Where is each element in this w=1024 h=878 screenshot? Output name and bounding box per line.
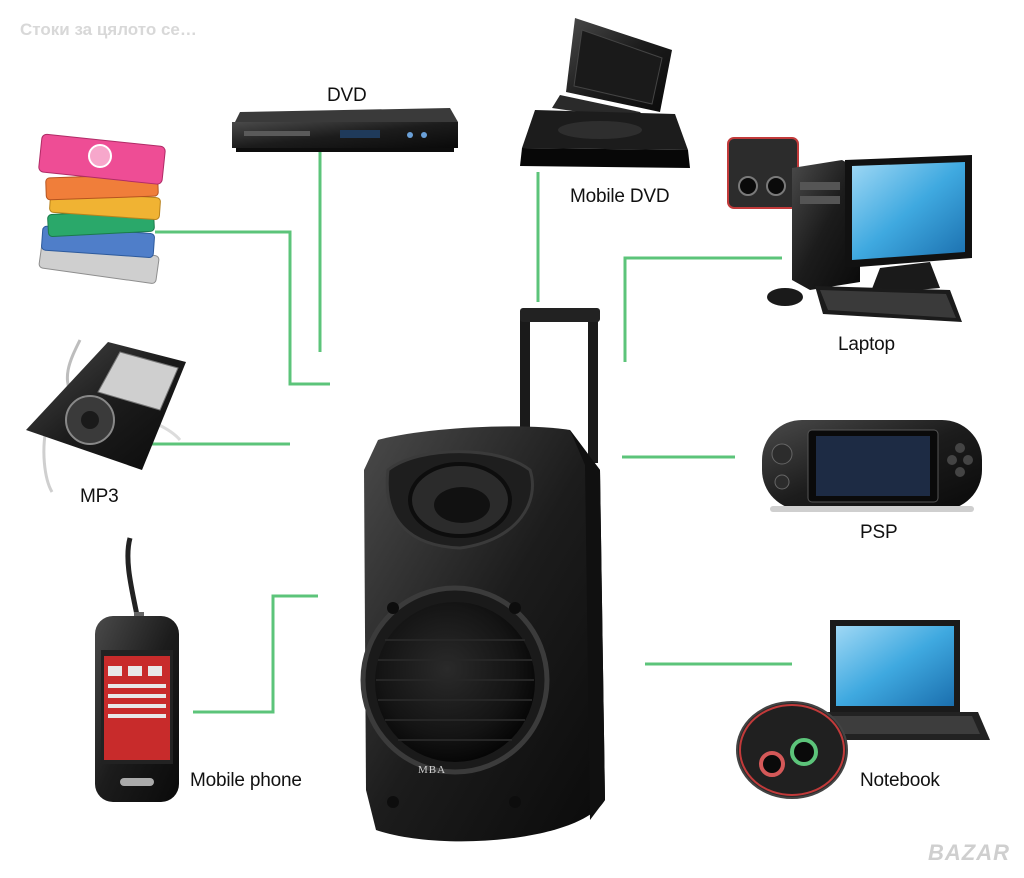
- pa-speaker-icon: MBA: [360, 308, 605, 842]
- media-books-icon: [38, 133, 166, 284]
- label-mobile-phone: Mobile phone: [190, 770, 302, 791]
- bazar-logo: BAZAR: [928, 840, 1010, 865]
- watermark-text: Стоки за цялото се…: [20, 20, 197, 39]
- label-mp3: MP3: [80, 486, 119, 507]
- psp-icon: [762, 420, 982, 512]
- label-notebook: Notebook: [860, 770, 940, 791]
- line-phone: [193, 594, 318, 714]
- label-laptop: Laptop: [838, 334, 895, 355]
- mp3-player-icon: [26, 339, 186, 493]
- label-psp: PSP: [860, 522, 898, 543]
- notebook-icon: [736, 620, 990, 799]
- mobile-dvd-icon: [520, 18, 690, 168]
- connector-lines: [135, 148, 792, 714]
- dvd-player-icon: [232, 108, 458, 152]
- desktop-computer-icon: [727, 137, 972, 322]
- line-laptop: [623, 256, 782, 362]
- line-books: [155, 230, 330, 386]
- speaker-brand-label: MBA: [418, 764, 446, 776]
- label-dvd: DVD: [327, 85, 367, 106]
- label-mobile-dvd: Mobile DVD: [570, 186, 670, 207]
- mobile-phone-icon: [95, 537, 179, 802]
